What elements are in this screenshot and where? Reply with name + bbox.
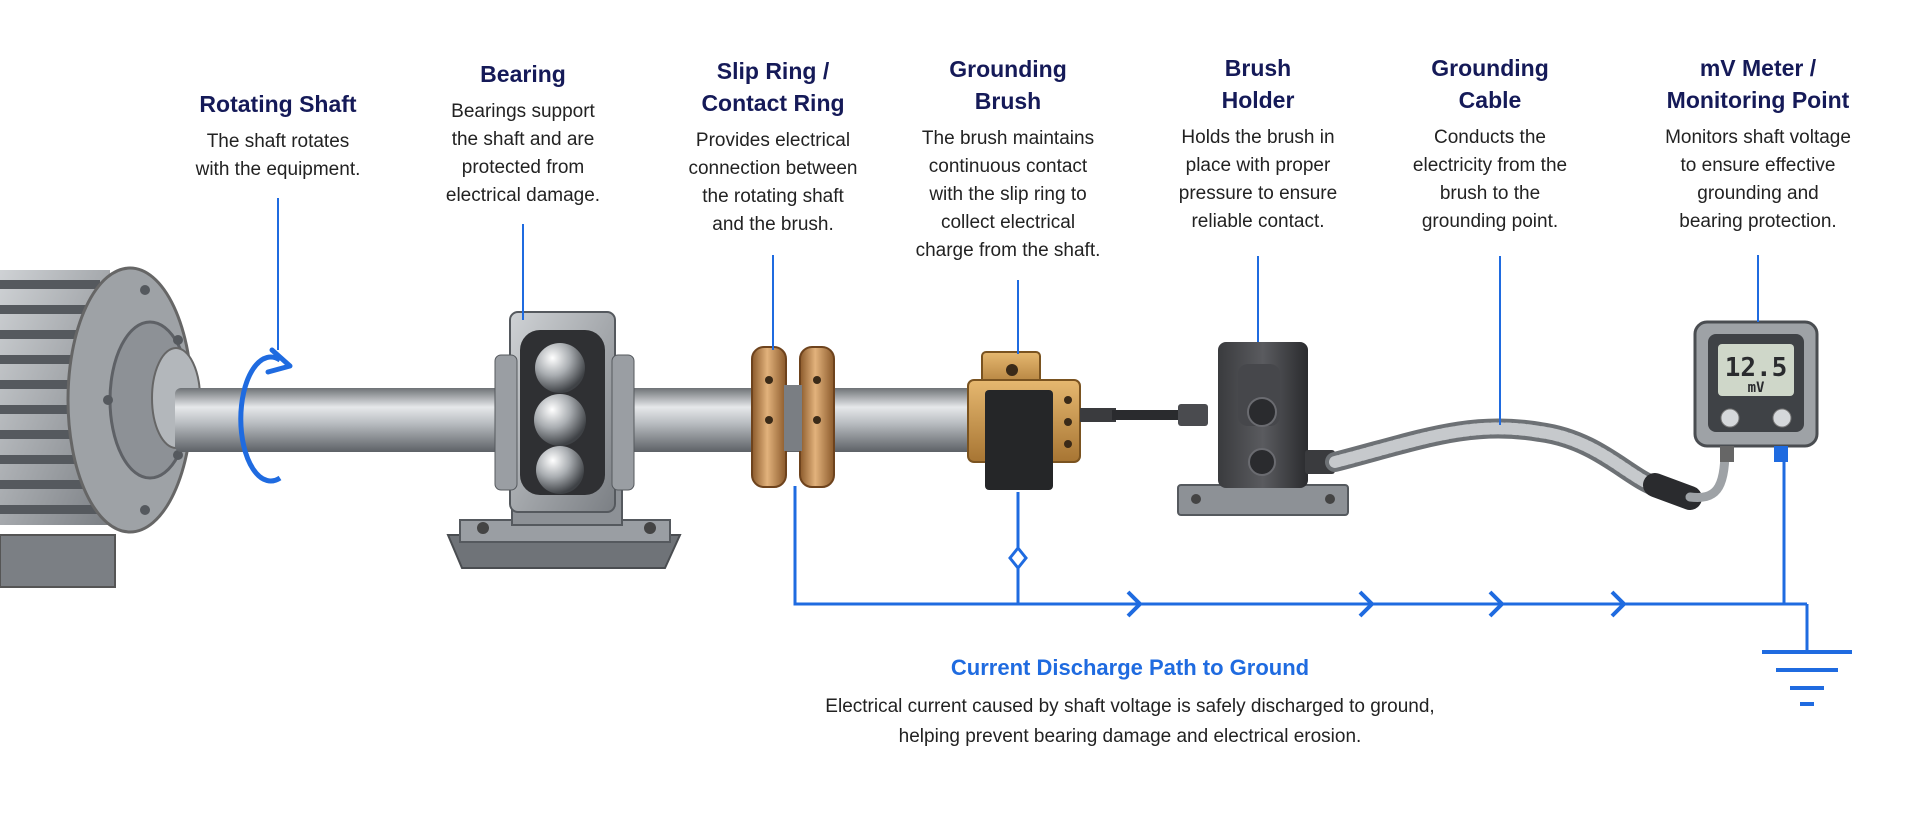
bearing-title: Bearing: [393, 58, 653, 90]
rotating-shaft-title: Rotating Shaft: [138, 88, 418, 120]
label-rotating-shaft: Rotating Shaft The shaft rotates with th…: [138, 88, 418, 184]
grounding-cable-illustration: [1335, 428, 1725, 498]
rotating-shaft-desc: The shaft rotates with the equipment.: [138, 128, 418, 184]
label-bearing: Bearing Bearings support the shaft and a…: [393, 58, 653, 210]
discharge-title: Current Discharge Path to Ground: [780, 652, 1480, 684]
mv-meter-device: 12.5 mV: [1695, 322, 1817, 462]
slip-ring-desc: Provides electrical connection between t…: [643, 127, 903, 239]
brush-holder-desc: Holds the brush in place with proper pre…: [1128, 124, 1388, 236]
grounding-cable-desc: Conducts the electricity from the brush …: [1360, 124, 1620, 236]
grounding-cable-title: Grounding Cable: [1360, 52, 1620, 116]
mv-meter-title: mV Meter / Monitoring Point: [1618, 52, 1898, 116]
grounding-brush-title: Grounding Brush: [878, 53, 1138, 117]
grounding-brush-desc: The brush maintains continuous contact w…: [878, 125, 1138, 265]
label-brush-holder: Brush Holder Holds the brush in place wi…: [1128, 52, 1388, 236]
label-slip-ring: Slip Ring / Contact Ring Provides electr…: [643, 55, 903, 239]
ground-symbol-icon: [1762, 652, 1852, 704]
discharge-caption: Current Discharge Path to Ground Electri…: [780, 652, 1480, 752]
slip-ring-title: Slip Ring / Contact Ring: [643, 55, 903, 119]
label-grounding-brush: Grounding Brush The brush maintains cont…: [878, 53, 1138, 265]
meter-unit: mV: [1748, 380, 1765, 396]
brush-holder-title: Brush Holder: [1128, 52, 1388, 116]
discharge-desc: Electrical current caused by shaft volta…: [780, 692, 1480, 752]
meter-reading: 12.5: [1725, 353, 1788, 383]
label-grounding-cable: Grounding Cable Conducts the electricity…: [1360, 52, 1620, 236]
slip-ring-illustration: [752, 347, 834, 487]
mv-meter-desc: Monitors shaft voltage to ensure effecti…: [1618, 124, 1898, 236]
label-mv-meter: mV Meter / Monitoring Point Monitors sha…: [1618, 52, 1898, 236]
grounding-brush-illustration: [968, 352, 1208, 490]
motor-housing: [0, 268, 200, 587]
brush-holder-illustration: [1178, 342, 1348, 515]
bearing-desc: Bearings support the shaft and are prote…: [393, 98, 653, 210]
